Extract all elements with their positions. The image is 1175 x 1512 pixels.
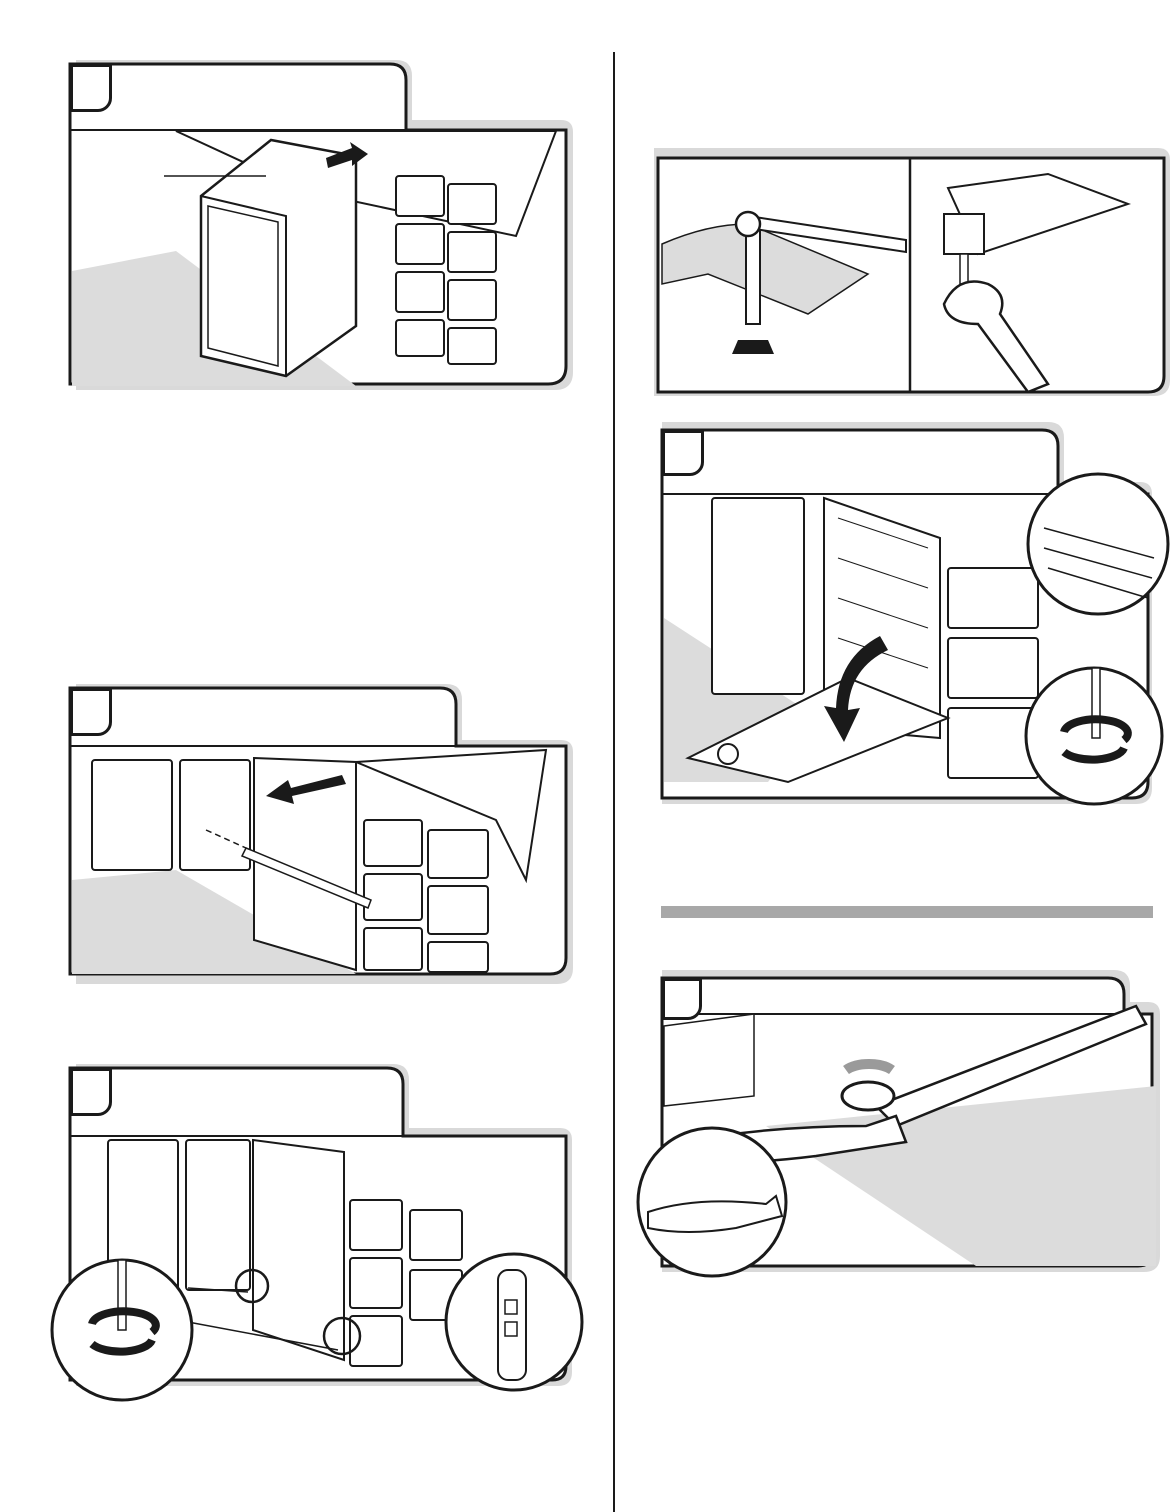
step-panel-wrench-views	[648, 144, 1168, 404]
water-connection-illustration	[636, 966, 1166, 1296]
adjust-front-legs-illustration	[48, 1060, 588, 1396]
step-panel-measure	[56, 680, 576, 990]
step-panel-slide-in	[56, 56, 576, 396]
step-panel-water-connection	[636, 966, 1166, 1296]
measure-illustration	[56, 680, 576, 990]
wrench-views-illustration	[648, 144, 1168, 404]
step-number-box	[70, 688, 112, 736]
section-divider-bar	[661, 906, 1153, 918]
step-number-box	[662, 430, 704, 476]
level-rear-illustration	[648, 418, 1173, 828]
step-number-box	[662, 978, 702, 1020]
step-number-box	[70, 64, 112, 112]
column-divider	[613, 52, 615, 1512]
step-panel-level-rear	[648, 418, 1173, 828]
step-number-box	[70, 1068, 112, 1116]
step-panel-adjust-front-legs	[48, 1060, 588, 1396]
slide-in-illustration	[56, 56, 576, 396]
